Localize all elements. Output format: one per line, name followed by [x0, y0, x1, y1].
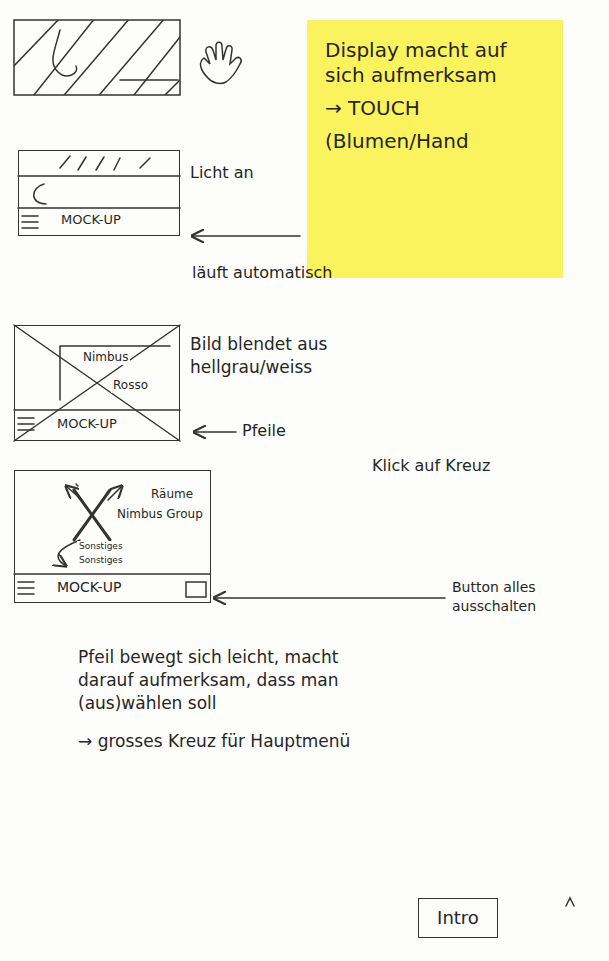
arrow-stack [18, 418, 34, 430]
off-button [186, 582, 206, 597]
hatching [14, 20, 180, 95]
cross-arrow [108, 486, 122, 500]
frame-text: Nimbus [81, 350, 130, 365]
sticky-note: Display macht auf sich aufmerksam → TOUCH… [307, 20, 563, 278]
arrow-stack [22, 216, 38, 228]
note-text: Klick auf Kreuz [372, 455, 572, 477]
intro-box: Intro [418, 898, 498, 938]
frame-text: Intro [437, 907, 479, 930]
frame-text: Räume [149, 487, 195, 502]
frame-text: Rosso [111, 378, 150, 393]
note-text: läuft automatisch [192, 262, 392, 284]
leader-arrow [194, 431, 236, 433]
storyboard-frame: RäumeNimbus GroupSonstigesSonstigesMOCK-… [14, 470, 211, 603]
scribble [120, 79, 178, 81]
scribble [53, 30, 77, 76]
note-text: (Blumen/Hand [325, 129, 545, 154]
leader-arrow [192, 235, 300, 237]
frame-text: MOCK-UP [59, 212, 123, 228]
storyboard-frame: MOCK-UP [18, 150, 180, 236]
note-text: Pfeile [242, 420, 342, 442]
band-line [14, 573, 210, 575]
note-text: Display macht auf sich aufmerksam [325, 38, 545, 88]
frame-text: MOCK-UP [55, 579, 123, 597]
frame-text: MOCK-UP [55, 416, 119, 432]
note-text: Bild blendet aus hellgrau/weiss [190, 333, 365, 379]
caret-mark [566, 898, 574, 906]
storyboard-frame: NimbusRossoMOCK-UP [14, 325, 180, 441]
scribble [76, 484, 78, 486]
band-line [18, 175, 180, 177]
callout-text: Button alles ausschalten [452, 578, 602, 616]
scribble [34, 184, 46, 204]
hand-icon [201, 42, 242, 83]
frame-text: Nimbus Group [115, 507, 205, 522]
note-text: Licht an [190, 162, 300, 184]
arrow-stack [18, 582, 34, 594]
scribble [60, 156, 150, 170]
note-text: → grosses Kreuz für Hauptmenü [78, 730, 438, 753]
frame-text: Sonstiges [77, 541, 125, 552]
frame-text: Sonstiges [77, 555, 125, 566]
strike-cross [14, 325, 180, 441]
band-line [18, 207, 180, 209]
band-line [14, 409, 180, 411]
inner-window [60, 346, 170, 400]
note-text: → TOUCH [325, 96, 545, 121]
cross-arrow [66, 486, 82, 500]
note-text: Pfeil bewegt sich leicht, macht darauf a… [78, 646, 398, 715]
leader-arrow [214, 597, 445, 599]
